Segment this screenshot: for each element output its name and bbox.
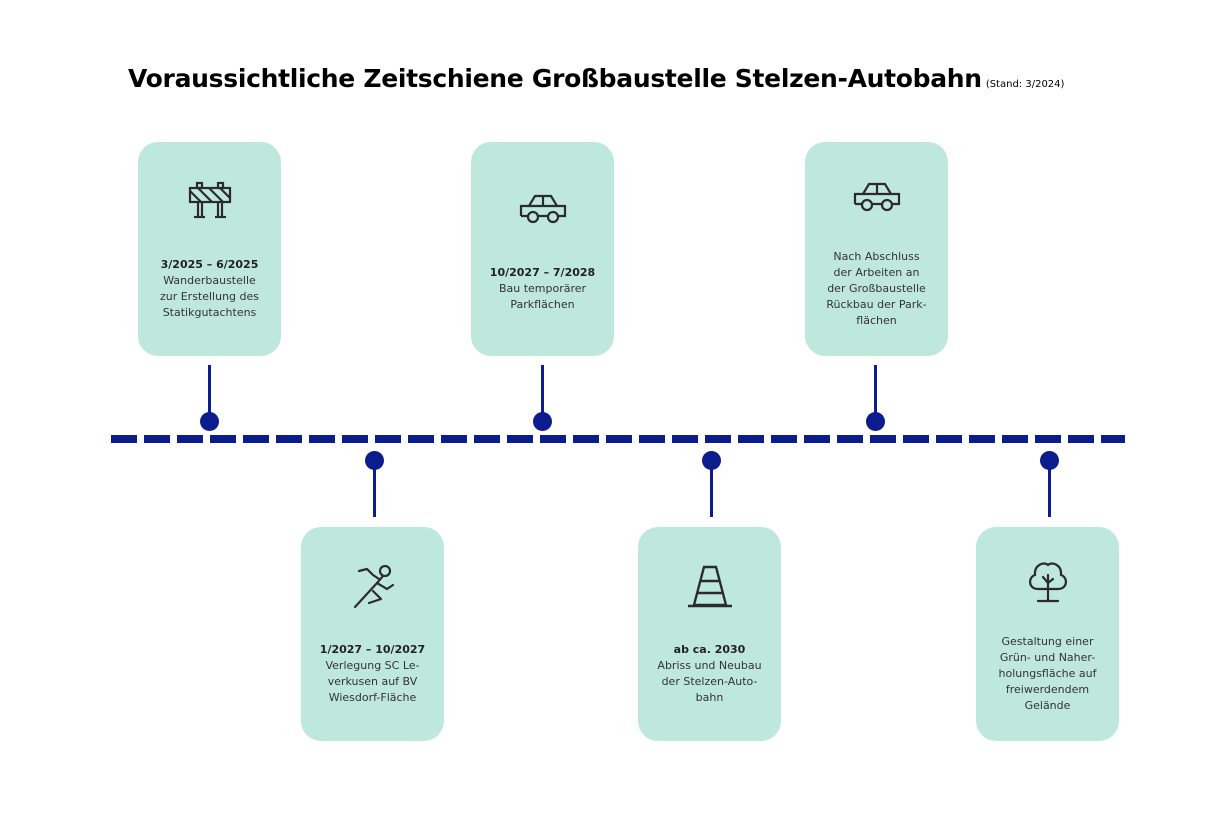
event-line: zur Erstellung des	[159, 290, 260, 303]
event-line: bahn	[695, 691, 724, 704]
page-title: Voraussichtliche Zeitschiene Großbaustel…	[128, 64, 1064, 93]
tree-icon	[1022, 555, 1074, 607]
event-card-6: Gestaltung einer Grün- und Naher- holung…	[976, 527, 1119, 741]
event-text: 1/2027 – 10/2027 Verlegung SC Le- verkus…	[307, 642, 438, 706]
title-text: Voraussichtliche Zeitschiene Großbaustel…	[128, 64, 982, 93]
event-date: 1/2027 – 10/2027	[319, 643, 426, 656]
event-card-1: 3/2025 – 6/2025 Wanderbaustelle zur Erst…	[138, 142, 281, 356]
connector	[373, 460, 376, 517]
event-line: Wanderbaustelle	[163, 274, 256, 287]
road-barrier-icon	[184, 176, 236, 228]
event-line: Wiesdorf-Fläche	[328, 691, 417, 704]
status-date: (Stand: 3/2024)	[985, 79, 1065, 90]
event-line: Verlegung SC Le-	[325, 659, 420, 672]
event-line: Parkflächen	[510, 298, 575, 311]
event-line: verkusen auf BV	[327, 675, 418, 688]
event-card-3: 10/2027 – 7/2028 Bau temporärer Parkfläc…	[471, 142, 614, 356]
event-line: Bau temporärer	[498, 282, 587, 295]
event-date: ab ca. 2030	[673, 643, 746, 656]
event-line: Statikgutachtens	[162, 306, 257, 319]
event-text: 3/2025 – 6/2025 Wanderbaustelle zur Erst…	[144, 257, 275, 321]
event-date: 3/2025 – 6/2025	[160, 258, 259, 271]
connector	[710, 460, 713, 517]
traffic-cone-icon	[684, 561, 736, 613]
event-line: der Großbaustelle	[827, 282, 926, 295]
event-card-5: Nach Abschluss der Arbeiten an der Großb…	[805, 142, 948, 356]
event-line: Gestaltung einer	[1001, 635, 1094, 648]
event-card-4: ab ca. 2030 Abriss und Neubau der Stelze…	[638, 527, 781, 741]
event-card-2: 1/2027 – 10/2027 Verlegung SC Le- verkus…	[301, 527, 444, 741]
runner-icon	[347, 561, 399, 613]
event-line: Nach Abschluss	[833, 250, 920, 263]
event-line: Rückbau der Park-	[826, 298, 927, 311]
event-line: Gelände	[1024, 699, 1071, 712]
event-line: freiwerdendem	[1005, 683, 1090, 696]
connector	[1048, 460, 1051, 517]
timeline-axis	[111, 435, 1125, 443]
timeline-dot	[200, 412, 219, 431]
timeline-dot	[533, 412, 552, 431]
event-line: flächen	[856, 314, 897, 327]
event-text: ab ca. 2030 Abriss und Neubau der Stelze…	[644, 642, 775, 706]
event-line: Grün- und Naher-	[999, 651, 1096, 664]
event-line: Abriss und Neubau	[657, 659, 762, 672]
event-text: Nach Abschluss der Arbeiten an der Großb…	[811, 249, 942, 329]
event-date: 10/2027 – 7/2028	[489, 266, 596, 279]
car-icon	[851, 170, 903, 222]
event-text: 10/2027 – 7/2028 Bau temporärer Parkfläc…	[477, 265, 608, 313]
event-text: Gestaltung einer Grün- und Naher- holung…	[982, 634, 1113, 714]
car-icon	[517, 182, 569, 234]
event-line: holungsfläche auf	[998, 667, 1097, 680]
connector	[541, 365, 544, 421]
connector	[208, 365, 211, 421]
connector	[874, 365, 877, 421]
event-line: der Arbeiten an	[833, 266, 920, 279]
event-line: der Stelzen-Auto-	[661, 675, 758, 688]
timeline-dot	[866, 412, 885, 431]
